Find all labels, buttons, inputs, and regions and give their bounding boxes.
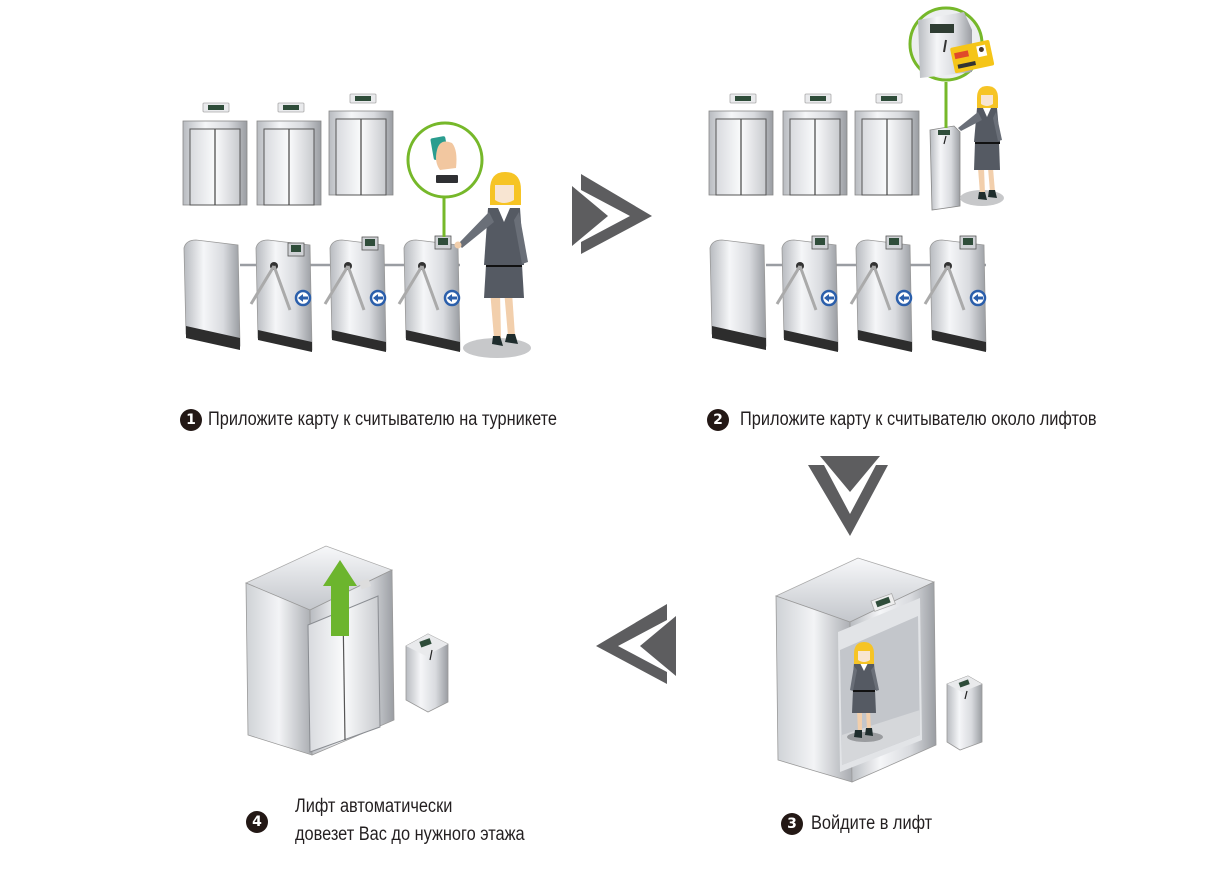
businesswoman-figure: [847, 642, 883, 742]
elevator-door: [708, 93, 774, 196]
flow-arrow-left: [596, 604, 676, 684]
businesswoman-figure: [454, 172, 531, 358]
elevator-door: [256, 102, 322, 206]
id-card-reader-icon: [918, 12, 995, 78]
card-reader-stand: [946, 675, 983, 751]
turnstile: [849, 235, 913, 352]
hand-with-card-icon: [430, 136, 458, 183]
step-3-text: Войдите в лифт: [811, 813, 933, 834]
flow-arrow-down: [808, 456, 888, 536]
turnstile: [775, 235, 839, 352]
businesswoman-figure: [958, 86, 1004, 206]
step-4-text-line2: довезет Вас до нужного этажа: [295, 824, 525, 845]
step-2-text: Приложите карту к считывателю около лифт…: [740, 409, 1097, 430]
step-number-badge: 3: [781, 813, 803, 835]
step-number-badge: 2: [707, 409, 729, 431]
elevator-door: [854, 93, 920, 196]
turnstile: [323, 236, 387, 352]
turnstile-end-panel: [183, 239, 241, 350]
step-number-badge: 4: [246, 811, 268, 833]
elevator-cabin-closed: [245, 545, 395, 756]
elevator-door: [328, 93, 394, 196]
step-number-badge: 1: [180, 409, 202, 431]
elevator-door: [182, 102, 248, 206]
card-reader-stand: [929, 125, 961, 211]
callout-card-reader: [908, 6, 995, 128]
elevator-door: [782, 93, 848, 196]
flow-arrow-right: [572, 174, 652, 254]
elevator-cabin-open: [774, 557, 937, 783]
up-arrow-icon: [323, 560, 357, 636]
turnstile: [923, 235, 987, 352]
card-reader-stand: [405, 633, 449, 713]
turnstile: [249, 239, 313, 352]
turnstile-end-panel: [709, 239, 767, 350]
step-1-text: Приложите карту к считывателю на турнике…: [208, 409, 558, 430]
step-4-text-line1: Лифт автоматически: [295, 796, 453, 817]
turnstile: [397, 235, 461, 352]
callout-hand-with-card: [406, 121, 484, 237]
